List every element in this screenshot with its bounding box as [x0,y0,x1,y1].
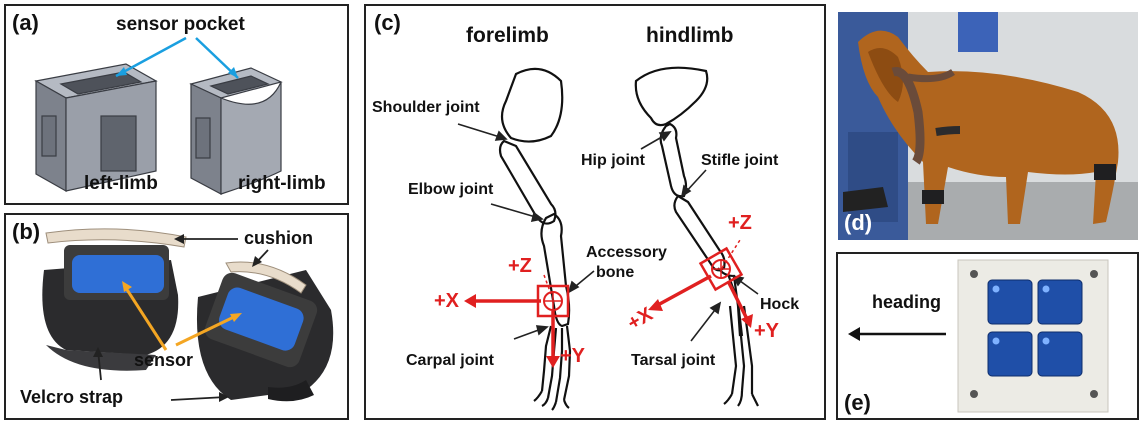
panel-e-figure [838,254,1137,418]
panel-c: (c) forelimb hindlimb Shoulder joint Elb… [364,4,826,420]
panel-c-label: (c) [374,10,401,36]
forelimb-x-axis-label: +X [434,290,459,313]
right-limb-label: right-limb [238,173,326,195]
panel-d-label: (d) [844,210,872,236]
elbow-joint-label: Elbow joint [408,181,493,199]
carpal-joint-label: Carpal joint [406,352,494,370]
stifle-joint-label: Stifle joint [701,152,778,170]
tarsal-joint-label: Tarsal joint [631,352,715,370]
left-limb-holder [36,64,156,191]
forelimb-title: forelimb [466,24,549,48]
panel-a-label: (a) [12,10,39,36]
hindlimb-z-axis-label: +Z [728,212,752,235]
cushion-label: cushion [244,228,313,249]
strap-arrow-right [171,397,226,400]
panel-e: (e) heading [836,252,1139,420]
right-sensor-unit [197,262,333,401]
hindlimb-y-axis-label: +Y [754,320,779,343]
heading-label: heading [872,292,941,313]
sensor-pocket-label: sensor pocket [116,14,245,36]
panel-b: (b) cushion sensor Velcro strap [4,213,349,420]
hip-joint-label: Hip joint [581,152,645,170]
forelimb-y-axis-label: +Y [560,345,585,368]
panel-a: (a) sensor pocket left-limb right-limb [4,4,349,205]
sensor-pocket-arrow-left [116,38,186,76]
accessory-bone-label-2: bone [596,264,634,282]
sensor-label: sensor [134,350,193,371]
panel-e-label: (e) [844,390,871,416]
left-limb-label: left-limb [84,173,158,195]
hindlimb-title: hindlimb [646,24,734,48]
velcro-strap-label: Velcro strap [20,387,123,408]
forelimb-z-axis-label: +Z [508,255,532,278]
dog-illustration [838,12,1138,240]
hock-label: Hock [760,296,799,314]
accessory-bone-label-1: Accessory [586,244,667,262]
panel-b-label: (b) [12,219,40,245]
panel-d-photo: (d) [838,12,1138,240]
shoulder-joint-label: Shoulder joint [372,99,480,117]
